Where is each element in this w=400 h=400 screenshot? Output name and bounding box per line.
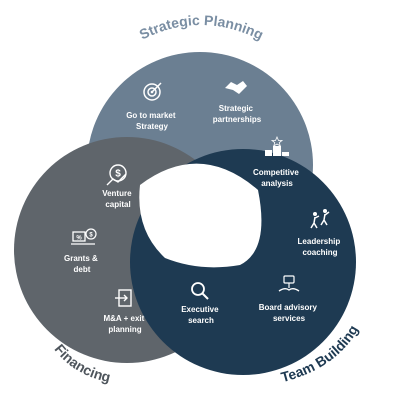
venture-capital-label: Venture capital (102, 189, 134, 209)
handshake-icon (225, 81, 247, 94)
board-advisory-label: Board advisory services (259, 303, 319, 323)
grants-debt-label: Grants & debt (64, 254, 100, 274)
executive-search-label: Executive search (181, 305, 221, 325)
search-icon (191, 282, 209, 300)
center-white (139, 163, 262, 268)
leadership-coaching-label: Leadership coaching (298, 237, 343, 257)
go-to-market-label: Go to market Strategy (126, 111, 178, 131)
target-icon (143, 82, 162, 101)
svg-text:%: % (76, 236, 82, 242)
exit-icon (115, 289, 132, 307)
svg-text:$: $ (89, 233, 93, 239)
grants-icon: % $ (71, 228, 97, 245)
dollar-growth-icon: $ (106, 164, 127, 186)
ma-exit-label: M&A + exit planning (103, 314, 146, 334)
strategic-partnerships-label: Strategic partnerships (213, 104, 262, 124)
competitive-analysis-label: Competitive analysis (253, 168, 301, 188)
climbing-people-icon (310, 209, 330, 229)
podium-icon (265, 135, 289, 156)
strategic-title: Strategic Planning (137, 12, 266, 43)
advisory-icon (278, 275, 300, 292)
svg-text:$: $ (115, 169, 121, 180)
